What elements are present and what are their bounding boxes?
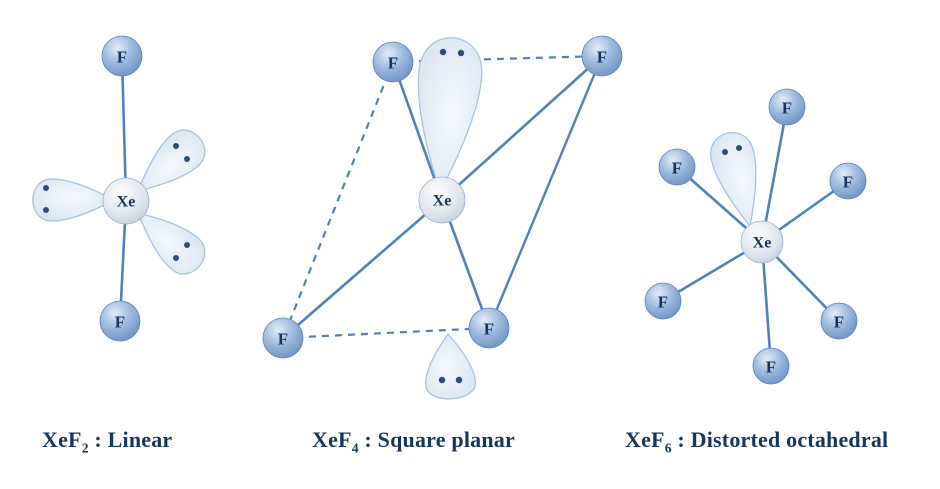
electron-dot	[43, 207, 49, 213]
atom-fluorine-label: F	[658, 293, 668, 312]
molecule-xef2: F F Xe	[32, 35, 214, 342]
atom-fluorine	[262, 317, 304, 359]
bond-xe-f	[760, 105, 789, 244]
electron-dot	[439, 48, 447, 56]
bond-xe-f	[120, 54, 128, 203]
electron-dot	[184, 242, 190, 248]
molecule-xef4: F F F F Xe	[262, 34, 623, 401]
electron-dot	[438, 376, 446, 384]
caption-xef6: XeF6 : Distorted octahedral	[625, 427, 888, 456]
molecule-xef6: F F F F F F Xe	[644, 88, 867, 385]
atom-xenon-label: Xe	[433, 193, 452, 210]
electron-dot	[43, 185, 49, 191]
caption-formula-subscript: 2	[81, 440, 89, 456]
atom-fluorine-label: F	[672, 159, 682, 178]
electron-dot	[184, 156, 190, 162]
atom-xenon-label: Xe	[753, 235, 772, 252]
square-edge-solid	[487, 55, 604, 329]
atom-xenon-label: Xe	[117, 194, 136, 211]
lone-pair-lobe	[422, 332, 477, 401]
atom-xenon	[740, 220, 784, 264]
square-edge-dashed	[282, 326, 490, 340]
atom-fluorine-label: F	[766, 358, 776, 377]
caption-formula-prefix: XeF	[312, 427, 352, 452]
atom-fluorine-label: F	[597, 48, 607, 67]
bond-xe-f	[281, 198, 444, 340]
atom-fluorine-label: F	[843, 173, 853, 192]
caption-formula-subscript: 4	[351, 440, 359, 456]
atom-fluorine	[581, 35, 623, 77]
caption-xef4: XeF4 : Square planar	[312, 427, 515, 456]
electron-dot	[173, 255, 179, 261]
atom-fluorine	[820, 302, 858, 340]
atom-fluorine	[829, 162, 867, 200]
atom-fluorine-label: F	[484, 320, 494, 339]
atom-fluorine	[468, 307, 510, 349]
electron-dot	[457, 49, 465, 57]
caption-geometry: : Distorted octahedral	[671, 427, 889, 452]
caption-formula-prefix: XeF	[625, 427, 665, 452]
square-edge-dashed	[281, 61, 395, 339]
square-edge-dashed	[392, 54, 603, 64]
atom-fluorine-label: F	[782, 99, 792, 118]
atom-fluorine	[101, 35, 143, 77]
electron-dot	[722, 149, 728, 155]
atom-fluorine	[99, 300, 141, 342]
caption-xef2: XeF2 : Linear	[42, 427, 172, 456]
atom-fluorine	[644, 282, 682, 320]
atom-xenon	[102, 177, 150, 225]
bond-xe-f	[391, 60, 444, 202]
caption-geometry: : Linear	[88, 427, 173, 452]
bond-xe-f	[440, 54, 604, 202]
caption-formula-prefix: XeF	[42, 427, 82, 452]
atom-fluorine-label: F	[115, 313, 125, 332]
atom-fluorine-label: F	[278, 330, 288, 349]
electron-dot	[173, 143, 179, 149]
atom-xenon	[418, 176, 466, 224]
caption-formula-subscript: 6	[664, 440, 672, 456]
atom-fluorine-label: F	[834, 313, 844, 332]
electron-dot	[455, 376, 463, 384]
atom-fluorine	[372, 41, 414, 83]
caption-geometry: : Square planar	[358, 427, 515, 452]
lone-pair-lobe	[705, 127, 772, 232]
atom-fluorine-label: F	[117, 48, 127, 67]
atom-fluorine	[768, 88, 806, 126]
atom-fluorine	[658, 148, 696, 186]
atom-fluorine	[752, 347, 790, 385]
electron-dot	[736, 145, 742, 151]
atom-fluorine-label: F	[388, 54, 398, 73]
